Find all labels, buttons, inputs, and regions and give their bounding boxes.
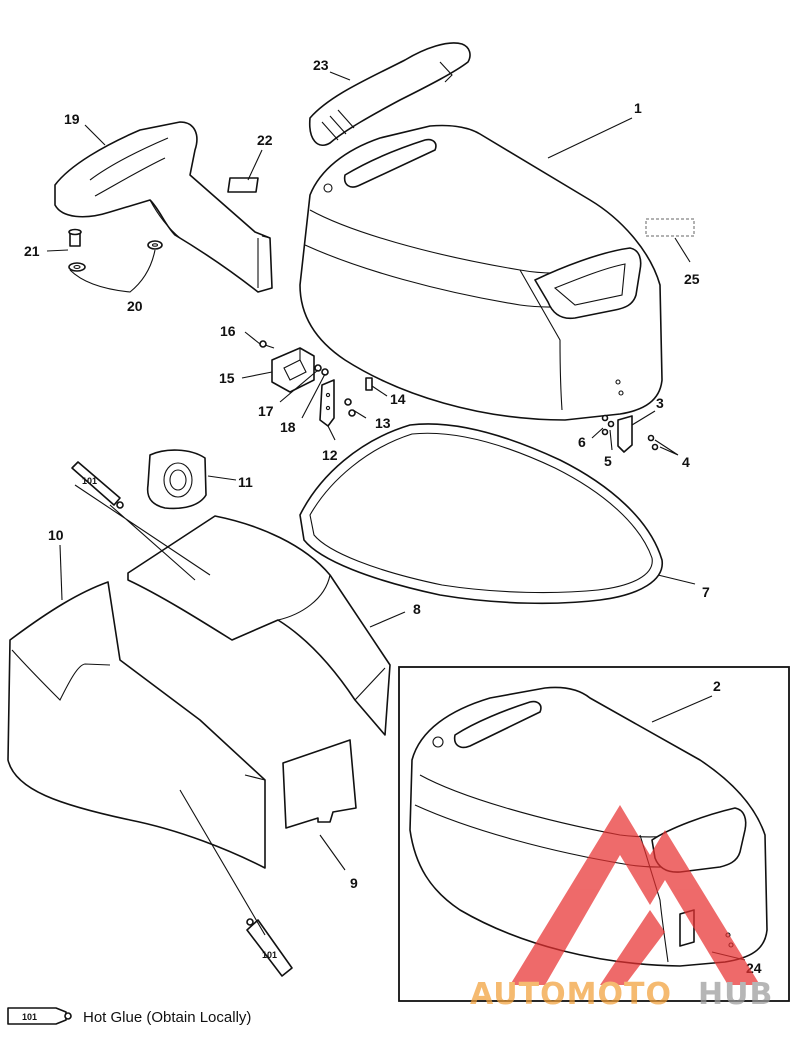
callout-12: 12: [322, 447, 338, 463]
part-22-label: [227, 177, 259, 193]
callout-15: 15: [219, 370, 235, 386]
callout-11: 11: [238, 474, 253, 490]
callout-8: 8: [413, 601, 421, 617]
callout-17: 17: [258, 403, 274, 419]
part-19-air-duct: [54, 121, 273, 293]
callout-4: 4: [682, 454, 690, 470]
part-16-screw: [259, 340, 275, 349]
callout-13: 13: [375, 415, 391, 431]
part-15-latch: [271, 347, 315, 393]
part-20-washers: [68, 240, 163, 272]
leader-lines: [46, 71, 746, 961]
legend-tube-label: 101: [22, 1012, 37, 1022]
part-17-18-washers: [314, 364, 329, 376]
legend-text: Hot Glue (Obtain Locally): [83, 1009, 251, 1026]
callout-10: 10: [48, 527, 64, 543]
callout-5: 5: [604, 453, 612, 469]
legend: 101 Hot Glue (Obtain Locally): [7, 1007, 251, 1026]
inset-frame: [398, 666, 790, 1002]
callout-21: 21: [24, 243, 40, 259]
legend-tube-icon: [7, 1007, 67, 1025]
callout-22: 22: [257, 132, 273, 148]
glue-tube-bottom: 101: [246, 918, 293, 977]
part-5-6-washers: [601, 414, 615, 436]
callout-23: 23: [313, 57, 329, 73]
watermark-logo: [510, 805, 760, 985]
part-1-top-cowl: [299, 124, 663, 421]
callouts: 1 2 3 4 5 6 7 8 9 10 11 12 13 14 15 16 1…: [24, 57, 762, 976]
glue-tube-top: 101: [71, 461, 124, 509]
watermark-text-part2: HUB: [698, 977, 773, 1012]
callout-16: 16: [220, 323, 236, 339]
tube-label-bottom: 101: [262, 950, 277, 960]
callout-14: 14: [390, 391, 406, 407]
callout-6: 6: [578, 434, 586, 450]
callout-1: 1: [634, 100, 642, 116]
part-13-screws: [344, 398, 356, 417]
callout-18: 18: [280, 419, 296, 435]
callout-9: 9: [350, 875, 358, 891]
part-23-handle: [308, 42, 471, 146]
watermark-text-part1: AUTOMOTO: [470, 977, 672, 1012]
part-10-pad: [7, 581, 266, 869]
callout-20: 20: [127, 298, 143, 314]
part-21-nut: [68, 228, 82, 247]
tube-label-top: 101: [82, 476, 97, 486]
watermark: AUTOMOTO HUB: [470, 805, 773, 1012]
part-8-pad: [127, 515, 391, 736]
part-11-grommet: [146, 449, 207, 510]
callout-25: 25: [684, 271, 700, 287]
part-4-screws: [647, 434, 659, 451]
part-14-bolt: [365, 377, 373, 391]
part-9-pad: [282, 739, 357, 829]
part-3-hook: [617, 415, 633, 453]
part-25-decal: [645, 218, 695, 237]
callout-2: 2: [713, 678, 721, 694]
part-7-seal: [299, 423, 663, 605]
callout-7: 7: [702, 584, 710, 600]
part-12-bracket: [319, 379, 335, 427]
callout-3: 3: [656, 395, 664, 411]
callout-19: 19: [64, 111, 80, 127]
